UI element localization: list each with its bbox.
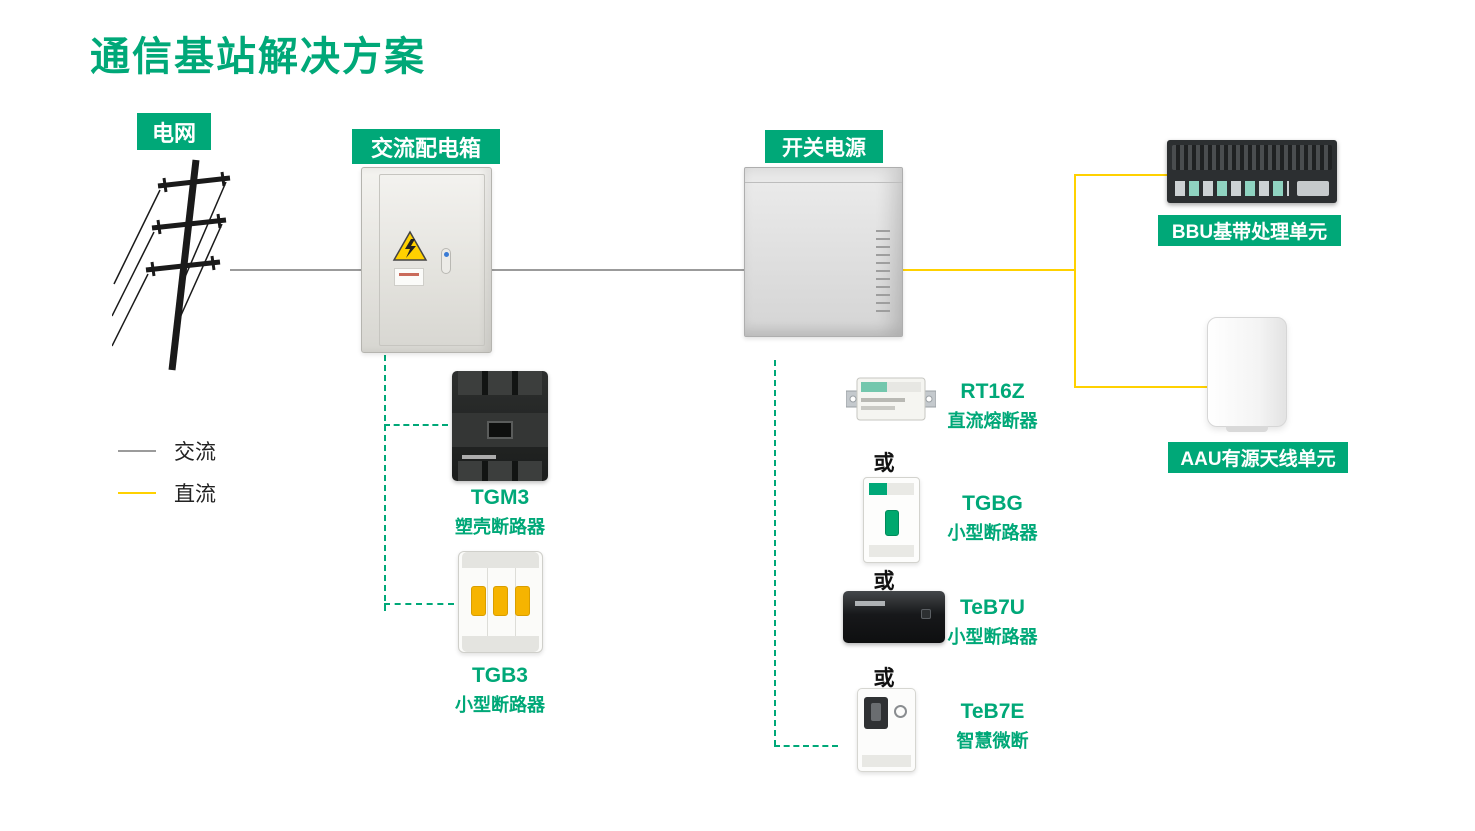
- warning-triangle-icon: [392, 230, 428, 261]
- teb7e-terminals-bottom: [862, 755, 911, 767]
- teb7u-name: TeB7U: [960, 596, 1025, 619]
- dash-to-tgb3: [384, 603, 454, 605]
- dash-power-vertical: [774, 360, 776, 746]
- ac-distribution-box-image: [361, 167, 492, 353]
- aau-antenna-image: [1207, 317, 1287, 432]
- or-label-2: 或: [873, 570, 895, 593]
- tgb3-terminals-bottom: [462, 636, 539, 652]
- teb7e-label: TeB7E 智慧微断: [920, 700, 1065, 753]
- teb7e-desc: 智慧微断: [956, 731, 1029, 751]
- teb7e-toggle: [871, 703, 881, 721]
- badge-power-grid: 电网: [137, 113, 211, 150]
- tgb3-handle: [471, 586, 486, 616]
- dash-acbox-vertical: [384, 355, 386, 611]
- switching-power-supply-image: [744, 167, 903, 337]
- dc-line-to-aau: [1074, 386, 1207, 388]
- badge-bbu-unit: BBU基带处理单元: [1158, 215, 1341, 246]
- tgm3-marking: [462, 455, 496, 459]
- bbu-rack-image: [1167, 140, 1337, 203]
- tgb3-separator: [487, 568, 488, 636]
- tgb3-breaker-image: [458, 551, 543, 653]
- teb7u-desc: 小型断路器: [947, 627, 1038, 647]
- acbox-sticker: [394, 268, 424, 286]
- tgbg-label: TGBG 小型断路器: [920, 492, 1065, 545]
- tgbg-toggle: [884, 510, 899, 536]
- legend-dc-line: [118, 492, 156, 494]
- powerbox-vents: [876, 230, 890, 316]
- bbu-side-panel: [1297, 181, 1329, 196]
- page-title: 通信基站解决方案: [90, 35, 426, 79]
- tgm3-label: TGM3 塑壳断路器: [430, 486, 570, 539]
- dc-line-branch-vertical: [1074, 174, 1076, 388]
- tgb3-terminals-top: [462, 552, 539, 568]
- tgm3-terminals-bottom: [458, 461, 542, 481]
- acbox-door: [379, 174, 485, 346]
- rt16z-label: RT16Z 直流熔断器: [920, 380, 1065, 433]
- rt16z-name: RT16Z: [960, 380, 1025, 403]
- rt16z-fuse-image: [846, 377, 936, 421]
- bbu-ports: [1175, 181, 1289, 196]
- tgb3-handle: [493, 586, 508, 616]
- legend-dc: 直流: [118, 478, 216, 508]
- dc-line-to-bbu: [1074, 174, 1167, 176]
- ac-line-acbox-to-power: [492, 269, 744, 271]
- tgbg-breaker-image: [863, 477, 920, 563]
- teb7e-dial: [894, 705, 907, 718]
- legend-ac: 交流: [118, 436, 216, 466]
- tgm3-terminals-top: [458, 371, 542, 395]
- tgbg-green-mark: [869, 483, 887, 495]
- powerbox-seam: [745, 182, 902, 183]
- acbox-handle: [441, 248, 451, 274]
- aau-foot: [1226, 426, 1268, 432]
- or-label-3: 或: [873, 667, 895, 690]
- tgbg-name: TGBG: [962, 492, 1023, 515]
- badge-ac-distribution-box: 交流配电箱: [352, 129, 500, 164]
- dash-to-tgm3: [384, 424, 448, 426]
- teb7u-breaker-image: [843, 591, 945, 643]
- teb7e-breaker-image: [857, 688, 916, 772]
- power-grid-tower-icon: [112, 159, 231, 371]
- tgm3-breaker-image: [452, 371, 548, 481]
- tgbg-desc: 小型断路器: [947, 523, 1038, 543]
- tgm3-name: TGM3: [470, 486, 530, 509]
- dc-line-power-to-branch: [903, 269, 1076, 271]
- legend-ac-line: [118, 450, 156, 452]
- legend-dc-label: 直流: [174, 483, 216, 506]
- teb7u-label: TeB7U 小型断路器: [920, 596, 1065, 649]
- bbu-fins: [1172, 145, 1332, 170]
- tgm3-toggle: [487, 421, 513, 439]
- tgb3-desc: 小型断路器: [455, 695, 545, 715]
- tgb3-name: TGB3: [471, 664, 528, 687]
- rt16z-desc: 直流熔断器: [947, 411, 1038, 431]
- teb7u-marking: [855, 601, 885, 606]
- ac-line-grid-to-acbox: [230, 269, 361, 271]
- badge-aau-unit: AAU有源天线单元: [1168, 442, 1348, 473]
- legend-ac-label: 交流: [174, 441, 216, 464]
- tgbg-terminals-bottom: [869, 545, 914, 557]
- teb7e-name: TeB7E: [960, 700, 1025, 723]
- tgb3-handles: [459, 586, 542, 616]
- teb7u-port: [921, 609, 931, 619]
- dash-to-teb7e: [774, 745, 838, 747]
- tgb3-handle: [515, 586, 530, 616]
- tgb3-label: TGB3 小型断路器: [430, 664, 570, 717]
- badge-switching-power-supply: 开关电源: [765, 130, 883, 163]
- or-label-1: 或: [873, 452, 895, 475]
- tgm3-desc: 塑壳断路器: [455, 517, 545, 537]
